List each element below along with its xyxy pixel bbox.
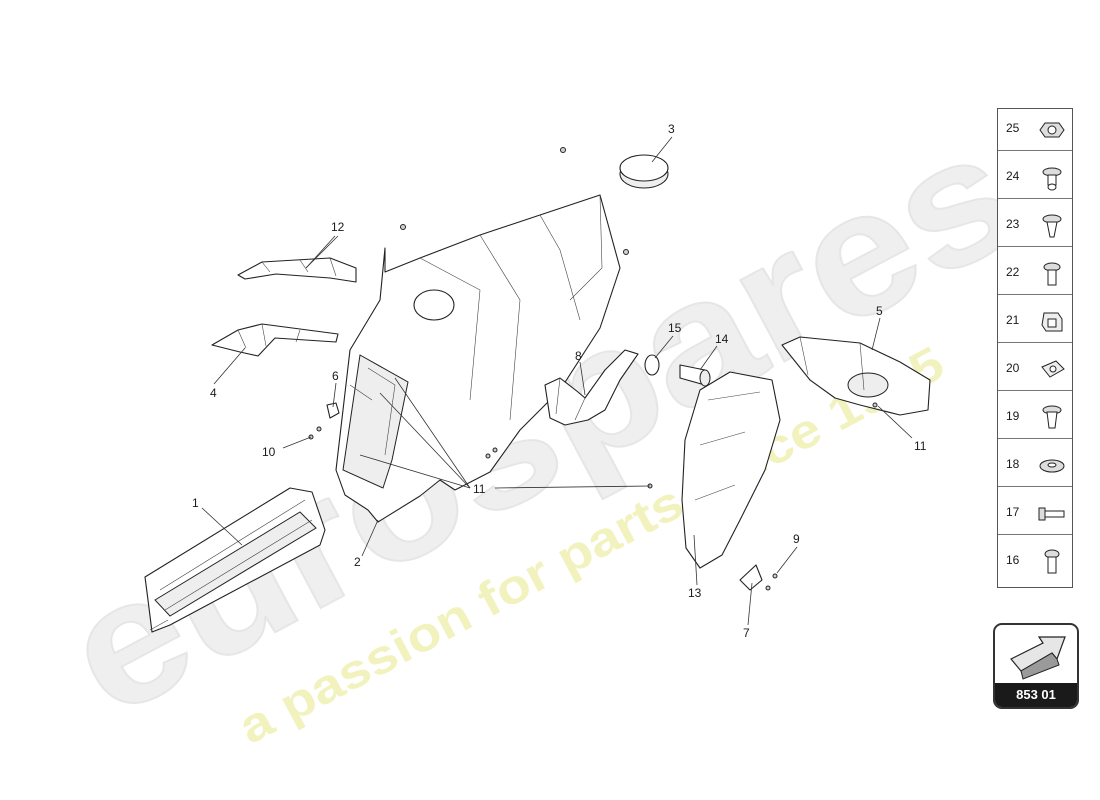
torx-screw-icon: [1044, 549, 1060, 574]
legend-item-24[interactable]: 24: [998, 157, 1072, 199]
legend-number: 17: [1006, 505, 1020, 519]
rivet-nut-icon: [1042, 405, 1062, 429]
callout-11-center: 11: [473, 482, 486, 496]
legend-item-18[interactable]: 18: [998, 445, 1072, 487]
legend-number: 22: [1006, 265, 1020, 279]
push-rivet-icon: [1043, 262, 1061, 286]
reference-code: 853 01: [995, 683, 1077, 707]
flange-bolt-icon: [1038, 507, 1065, 521]
part-10-screw[interactable]: [308, 426, 322, 440]
callout-15: 15: [668, 321, 682, 335]
legend-number: 23: [1006, 217, 1020, 231]
part-9-screw[interactable]: [765, 573, 778, 591]
legend-number: 19: [1006, 409, 1020, 423]
expansion-rivet-icon: [1042, 167, 1062, 191]
callout-3: 3: [668, 122, 675, 136]
legend-number: 16: [1006, 553, 1020, 567]
legend-number: 21: [1006, 313, 1020, 327]
callout-11-right: 11: [914, 439, 927, 453]
legend-item-23[interactable]: 23: [998, 205, 1072, 247]
legend-number: 24: [1006, 169, 1020, 183]
part-13-arch-liner[interactable]: [681, 371, 781, 569]
legend-item-22[interactable]: 22: [998, 253, 1072, 295]
part-3-fuel-cap[interactable]: [619, 154, 669, 189]
spring-nut-icon: [1041, 312, 1063, 332]
part-4-trim[interactable]: [211, 323, 339, 357]
part-15-ring[interactable]: [644, 354, 660, 376]
legend-item-16[interactable]: 16: [998, 541, 1072, 583]
callout-10: 10: [262, 445, 276, 459]
legend-item-17[interactable]: 17: [998, 493, 1072, 535]
part-5-rear-liner[interactable]: [781, 336, 931, 416]
callout-6: 6: [332, 369, 339, 383]
part-12-trim[interactable]: [237, 257, 357, 283]
callout-4: 4: [210, 386, 217, 400]
callout-5: 5: [876, 304, 883, 318]
loose-fasteners: [400, 147, 878, 489]
watermark-brand: eurospares: [36, 93, 1046, 753]
callout-13: 13: [688, 586, 702, 600]
part-6-clip[interactable]: [326, 402, 340, 419]
direction-arrow-icon: [1010, 636, 1066, 680]
callout-2: 2: [354, 555, 361, 569]
fastener-legend: 25 24 23 22 21 20: [997, 108, 1073, 588]
part-7-bracket[interactable]: [739, 564, 763, 591]
plastic-clip-icon: [1042, 214, 1062, 238]
part-1-sill[interactable]: [144, 487, 326, 633]
legend-item-25[interactable]: 25: [998, 109, 1072, 151]
callout-14: 14: [715, 332, 729, 346]
leader-lines: [201, 136, 913, 626]
callout-1: 1: [192, 496, 199, 510]
washer-icon: [1039, 459, 1065, 473]
callout-9: 9: [793, 532, 800, 546]
callout-7: 7: [743, 626, 750, 640]
part-8-filler-neck[interactable]: [544, 349, 639, 426]
part-2-quarter-panel[interactable]: [335, 194, 621, 523]
legend-number: 25: [1006, 121, 1020, 135]
legend-item-20[interactable]: 20: [998, 349, 1072, 391]
watermark: eurospares a passion for parts since 198…: [35, 92, 1047, 755]
legend-item-21[interactable]: 21: [998, 301, 1072, 343]
legend-number: 18: [1006, 457, 1020, 471]
part-14-hose[interactable]: [679, 364, 711, 387]
legend-number: 20: [1006, 361, 1020, 375]
callout-8: 8: [575, 349, 582, 363]
callout-12: 12: [331, 220, 345, 234]
reference-box: 853 01: [993, 623, 1079, 709]
speed-nut-icon: [1041, 360, 1065, 378]
hex-nut-icon: [1039, 122, 1065, 138]
legend-item-19[interactable]: 19: [998, 397, 1072, 439]
